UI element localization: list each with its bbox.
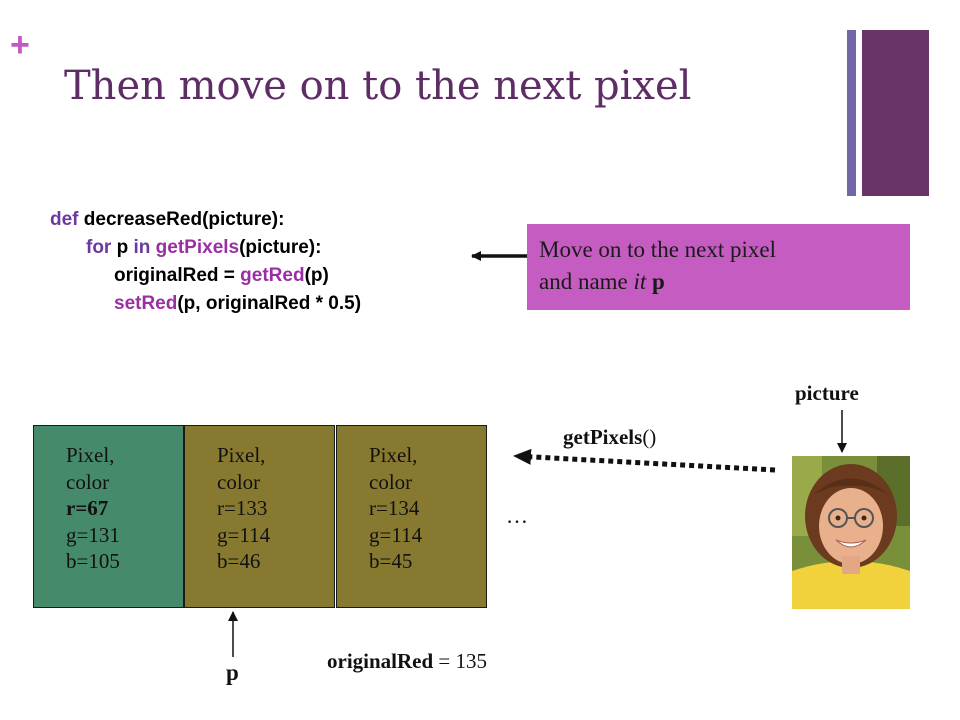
getpixels-label-rest: () <box>642 425 657 449</box>
originalred-label-rest: = 135 <box>433 649 488 673</box>
pixel-cell-1: Pixel, color r=67 g=131 b=105 <box>33 425 184 608</box>
pixel-label: Pixel, <box>217 443 266 467</box>
callout-box: Move on to the next pixel and name it p <box>527 224 910 310</box>
p-label: p <box>226 660 239 685</box>
pixel-label: color <box>217 469 261 494</box>
pixel-label: Pixel, <box>66 443 115 467</box>
pixel-cell-2: Pixel, color r=133 g=114 b=46 <box>184 425 335 608</box>
code-line-1: def decreaseRed(picture): <box>50 206 361 234</box>
code-keyword: def <box>50 209 79 230</box>
pixel-label: color <box>66 469 110 494</box>
code-keyword: for <box>86 237 112 258</box>
callout-bold: p <box>652 269 665 294</box>
code-block: def decreaseRed(picture): for p in getPi… <box>50 206 361 318</box>
callout-line-2: and name it p <box>539 266 898 298</box>
code-line-4: setRed(p, originalRed * 0.5) <box>50 290 361 318</box>
pixel-blue: b=45 <box>369 549 413 573</box>
getpixels-dotted-arrow <box>513 448 776 473</box>
code-keyword: in <box>133 237 151 258</box>
code-text: (p) <box>304 265 329 286</box>
picture-label: picture <box>795 381 859 405</box>
code-text: decreaseRed(picture): <box>78 209 285 230</box>
code-text: (p, originalRed * 0.5) <box>177 293 362 314</box>
callout-text: and name <box>539 269 634 294</box>
code-text: (picture): <box>239 237 322 258</box>
code-function: setRed <box>114 293 178 314</box>
code-function: getRed <box>240 265 305 286</box>
pixel-blue: b=105 <box>66 549 120 573</box>
originalred-label-bold: originalRed <box>327 649 434 673</box>
getpixels-label-bold: getPixels <box>563 425 643 449</box>
accent-bar-thin <box>847 30 856 196</box>
pixel-red: r=134 <box>369 496 420 520</box>
code-function: getPixels <box>155 237 240 258</box>
pixel-green: g=114 <box>217 522 271 547</box>
pixel-green: g=131 <box>66 522 120 547</box>
code-text: originalRed = <box>114 265 241 286</box>
pixel-label: Pixel, <box>369 443 418 467</box>
pixel-cell-3: Pixel, color r=134 g=114 b=45 <box>336 425 487 608</box>
pixel-blue: b=46 <box>217 549 261 573</box>
ellipsis: … <box>506 503 528 528</box>
callout-line-1: Move on to the next pixel <box>539 237 776 262</box>
code-line-2: for p in getPixels(picture): <box>50 234 361 262</box>
girl-portrait-photo <box>792 456 910 609</box>
portrait-image <box>792 456 910 609</box>
code-text: p <box>111 237 134 258</box>
pixel-green: g=114 <box>369 522 423 547</box>
slide-title: Then move on to the next pixel <box>64 63 692 109</box>
plus-icon: + <box>10 26 30 64</box>
pixel-red: r=133 <box>217 496 268 520</box>
code-line-3: originalRed = getRed(p) <box>50 262 361 290</box>
pixel-red: r=67 <box>66 496 109 520</box>
getpixels-label: getPixels() <box>563 425 656 450</box>
originalred-label: originalRed = 135 <box>327 649 487 674</box>
pixel-label: color <box>369 469 413 494</box>
callout-italic: it <box>633 269 647 294</box>
accent-bar-thick <box>862 30 929 196</box>
